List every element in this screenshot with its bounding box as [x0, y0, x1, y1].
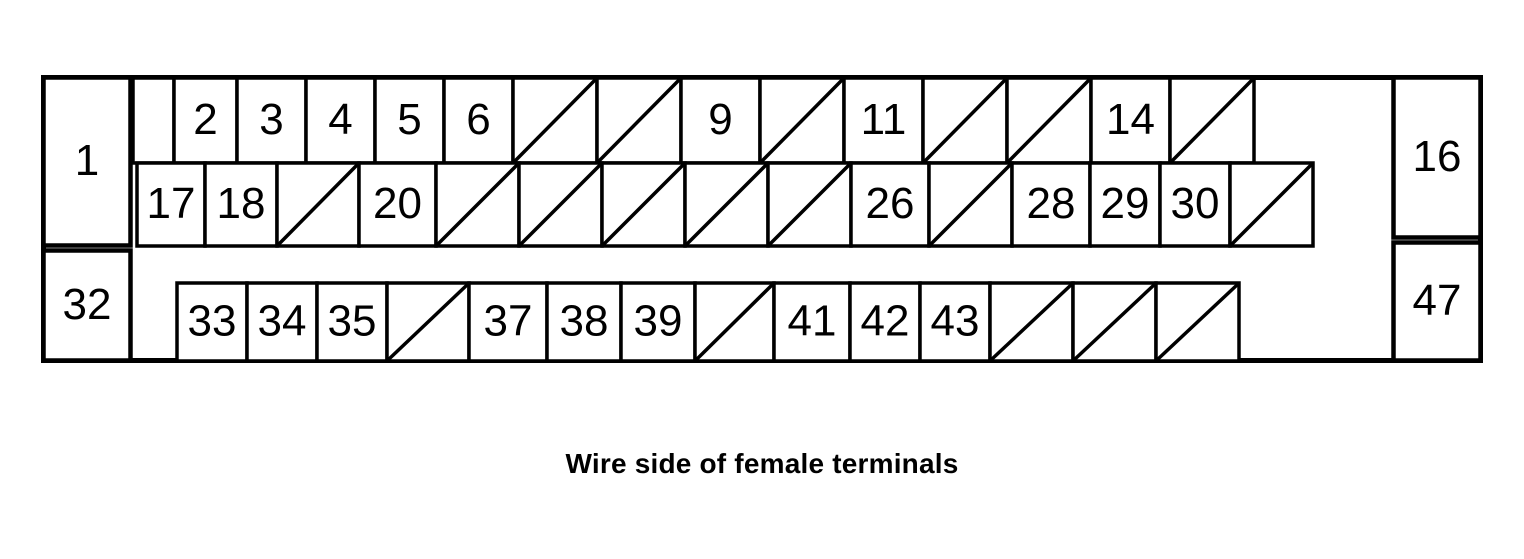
terminal-11 [842, 76, 925, 165]
terminal-37-label: 37 [484, 297, 533, 346]
terminal-1-label: 1 [75, 136, 99, 185]
diagram-caption: Wire side of female terminals [565, 448, 959, 479]
terminal-16-label: 16 [1413, 132, 1462, 181]
terminal-34-label: 34 [258, 297, 307, 346]
terminal-47 [1391, 240, 1483, 363]
terminal-20 [357, 161, 438, 248]
terminal-7-blank-slash-icon [513, 78, 597, 163]
terminal-42-label: 42 [861, 297, 910, 346]
terminal-6 [442, 76, 515, 165]
terminal-14-label: 14 [1106, 95, 1155, 144]
terminal-41-label: 41 [788, 297, 837, 346]
terminal-28-label: 28 [1027, 179, 1076, 228]
terminal-13-blank-slash-icon [1007, 78, 1091, 163]
terminal-blank-left [131, 76, 176, 165]
terminal-38-label: 38 [560, 297, 609, 346]
terminal-2-label: 2 [193, 95, 217, 144]
terminal-41 [772, 281, 852, 363]
terminal-31-blank-slash-icon [1230, 163, 1313, 246]
terminal-11-label: 11 [861, 95, 907, 144]
terminal-36-blank-slash-icon [387, 283, 469, 361]
terminal-43-label: 43 [931, 297, 980, 346]
terminal-30-label: 30 [1171, 179, 1220, 228]
terminal-10-blank-slash-icon [760, 78, 844, 163]
terminal-18 [203, 161, 279, 248]
terminal-6-label: 6 [466, 95, 490, 144]
terminal-39 [619, 281, 697, 363]
terminal-19-blank-slash-icon [277, 163, 359, 246]
middle-row-group: 17 18 20 26 28 29 30 [135, 161, 1315, 248]
terminal-3-label: 3 [259, 95, 283, 144]
terminal-29-label: 29 [1101, 179, 1150, 228]
terminal-20-label: 20 [373, 179, 422, 228]
terminal-9-label: 9 [708, 95, 732, 144]
terminal-42 [848, 281, 922, 363]
terminal-29 [1088, 161, 1162, 248]
terminal-21-blank-slash-icon [436, 163, 519, 246]
terminal-45-blank-slash-icon [1073, 283, 1156, 361]
terminal-37 [467, 281, 549, 363]
terminal-34 [245, 281, 319, 363]
terminal-18-label: 18 [217, 179, 266, 228]
terminal-23-blank-slash-icon [602, 163, 685, 246]
terminal-38 [545, 281, 623, 363]
bottom-row-group: 33 34 35 37 38 39 41 42 43 [175, 281, 1241, 363]
terminal-35-label: 35 [328, 297, 377, 346]
terminal-4-label: 4 [328, 95, 352, 144]
terminal-33-label: 33 [188, 297, 237, 346]
terminal-32-label: 32 [63, 280, 112, 329]
terminal-26 [849, 161, 931, 248]
terminal-47-label: 47 [1413, 276, 1462, 325]
terminal-46-blank-slash-icon [1156, 283, 1239, 361]
terminal-8-blank-slash-icon [597, 78, 681, 163]
terminal-4 [304, 76, 377, 165]
terminal-17-label: 17 [147, 179, 196, 228]
terminal-40-blank-slash-icon [695, 283, 774, 361]
terminal-24-blank-slash-icon [685, 163, 768, 246]
terminal-16 [1391, 75, 1483, 240]
terminal-25-blank-slash-icon [768, 163, 851, 246]
terminal-26-label: 26 [866, 179, 915, 228]
terminal-39-label: 39 [634, 297, 683, 346]
terminal-27-blank-slash-icon [929, 163, 1012, 246]
terminal-44-blank-slash-icon [990, 283, 1073, 361]
terminal-5-label: 5 [397, 95, 421, 144]
terminal-35 [315, 281, 389, 363]
terminal-22-blank-slash-icon [519, 163, 602, 246]
terminal-32 [41, 248, 133, 363]
terminal-43 [918, 281, 992, 363]
terminal-12-blank-slash-icon [923, 78, 1007, 163]
terminal-1 [41, 75, 133, 248]
terminal-15-blank-slash-icon [1170, 78, 1254, 163]
terminal-28 [1010, 161, 1092, 248]
